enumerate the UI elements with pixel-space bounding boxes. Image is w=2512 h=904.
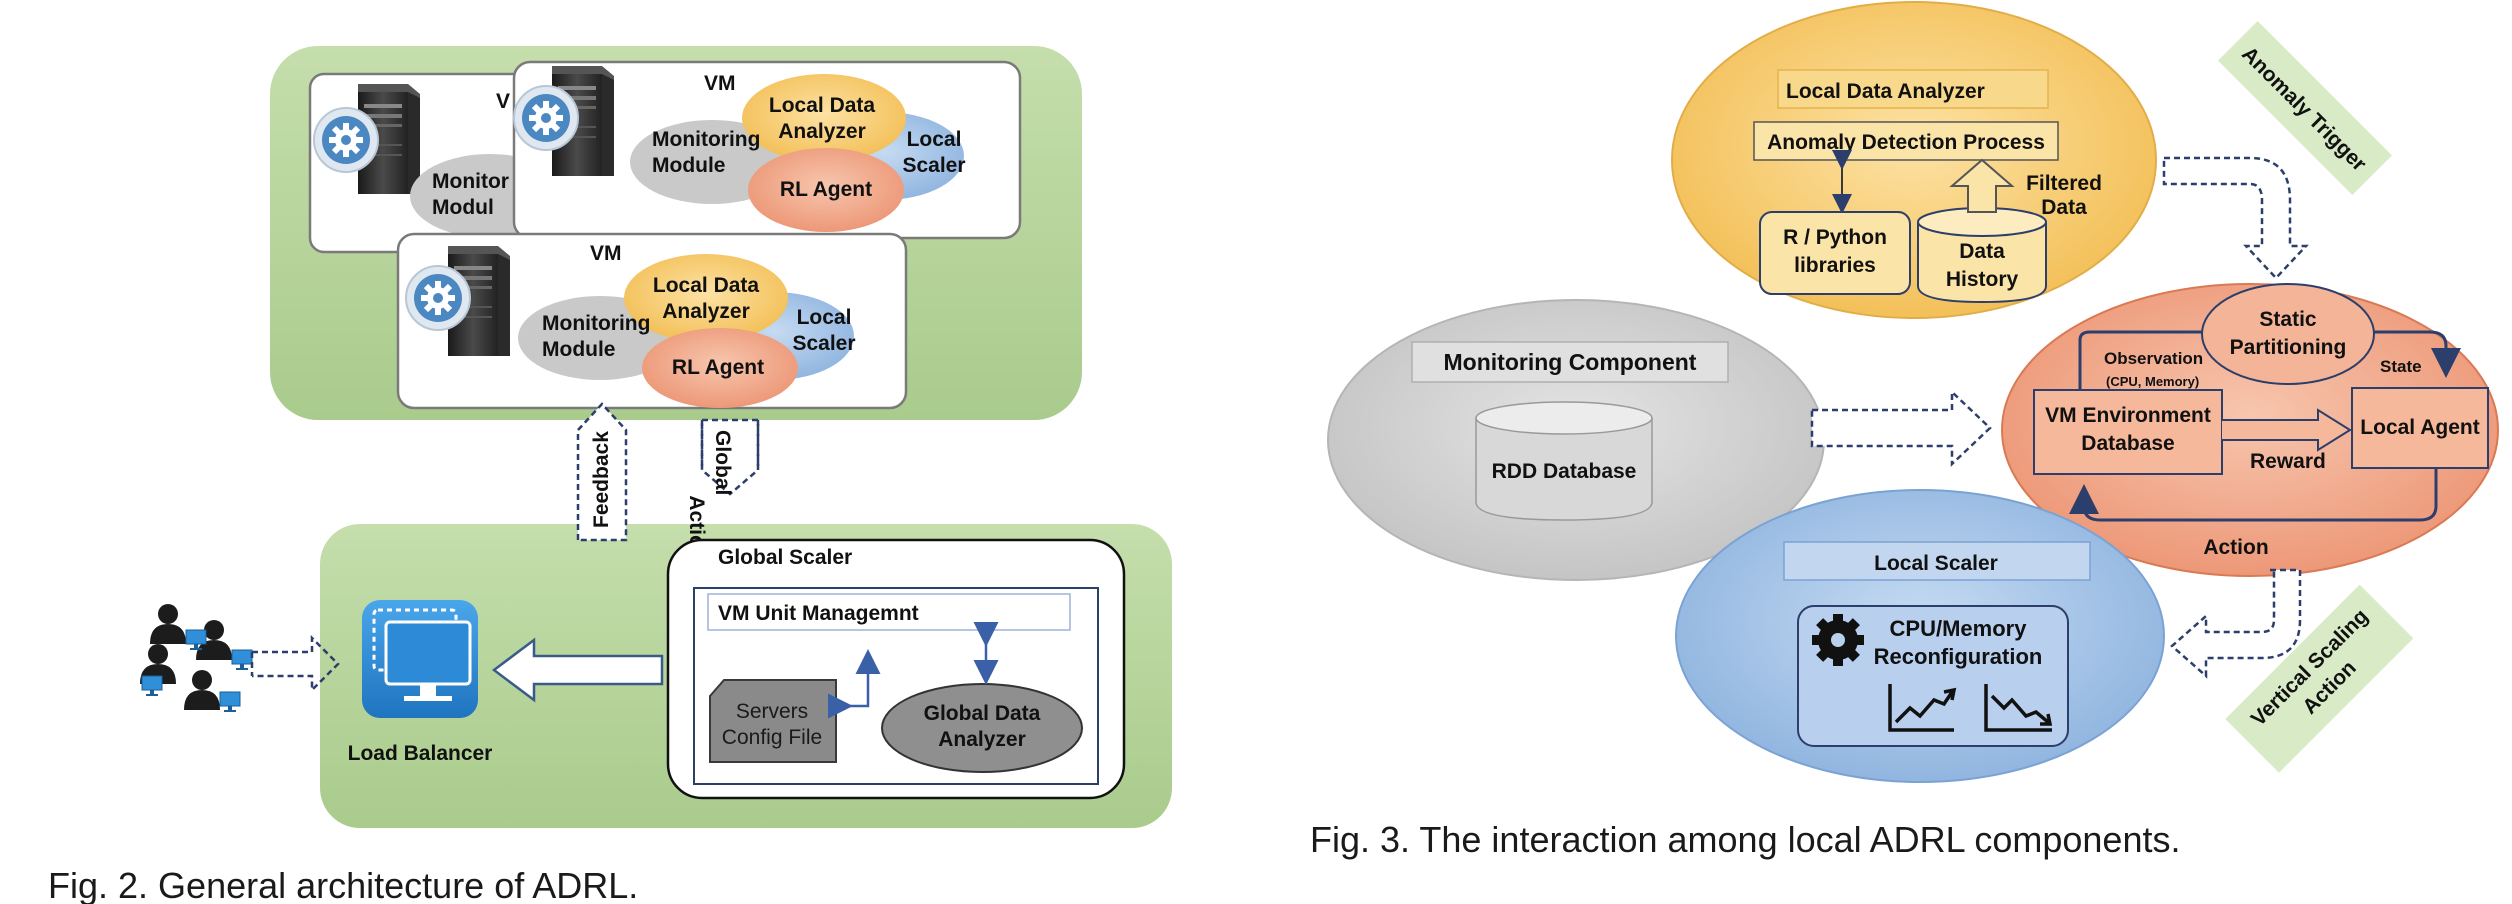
reward-arrow xyxy=(2222,408,2352,452)
local-data-analyzer-title: Local Data Analyzer xyxy=(1786,80,1985,103)
rdd-database-label: RDD Database xyxy=(1492,460,1637,483)
vertical-scaling: Vertical ScalingAction xyxy=(2170,568,2414,773)
global-action-arrow: GlobalAction xyxy=(685,418,760,561)
anomaly-detection-label: Anomaly Detection Process xyxy=(1767,131,2045,154)
fig3-interaction: Local Data Analyzer Anomaly Detection Pr… xyxy=(1310,1,2499,860)
monitoring-to-rl-arrow xyxy=(1810,389,1992,467)
anomaly-trigger: Anomaly Trigger xyxy=(2162,21,2392,280)
load-balancer: Load Balancer xyxy=(348,600,493,765)
observation-label: Observation xyxy=(2104,349,2203,368)
observation-sub-label: (CPU, Memory) xyxy=(2106,374,2199,389)
vm-unit-management-label: VM Unit Managemnt xyxy=(718,602,919,625)
gear-icon xyxy=(405,265,471,331)
monitoring-component-title: Monitoring Component xyxy=(1444,349,1697,375)
local-agent-label: Local Agent xyxy=(2360,416,2479,439)
global-scaler-title: Global Scaler xyxy=(718,546,852,569)
feedback-arrow: Feedback xyxy=(576,402,628,542)
filtered-data-arrow xyxy=(1949,158,2015,213)
fig2-caption: Fig. 2. General architecture of ADRL. xyxy=(48,865,638,904)
users-icon xyxy=(140,604,253,713)
state-label: State xyxy=(2380,357,2422,376)
trend-up-icon xyxy=(1888,684,1957,732)
feedback-label: Feedback xyxy=(590,431,613,528)
anomaly-trigger-label: Anomaly Trigger xyxy=(2237,42,2370,175)
trend-down-icon xyxy=(1984,684,2053,732)
local-data-analyzer: Local Data Analyzer Anomaly Detection Pr… xyxy=(1671,1,2157,319)
vm-middle-title: VM xyxy=(704,72,736,95)
vm-front-title: VM xyxy=(590,242,622,265)
reward-label: Reward xyxy=(2250,450,2326,473)
gear-icon xyxy=(313,107,379,173)
vm-middle-agent-label: RL Agent xyxy=(780,178,872,201)
gear-icon xyxy=(1812,614,1864,666)
monitor-icon xyxy=(362,600,478,718)
gear-icon xyxy=(513,85,579,151)
action-label: Action xyxy=(2203,536,2268,559)
scaler-to-balancer-arrow xyxy=(491,637,664,703)
local-scaler-title: Local Scaler xyxy=(1874,552,1998,575)
monitoring-component: Monitoring Component RDD Database xyxy=(1327,299,1825,581)
users-to-balancer-arrow xyxy=(252,634,340,694)
fig3-caption: Fig. 3. The interaction among local ADRL… xyxy=(1310,819,2180,860)
load-balancer-label: Load Balancer xyxy=(348,742,493,765)
vm-front-agent-label: RL Agent xyxy=(672,356,764,379)
vm-back-title: V xyxy=(496,90,510,113)
